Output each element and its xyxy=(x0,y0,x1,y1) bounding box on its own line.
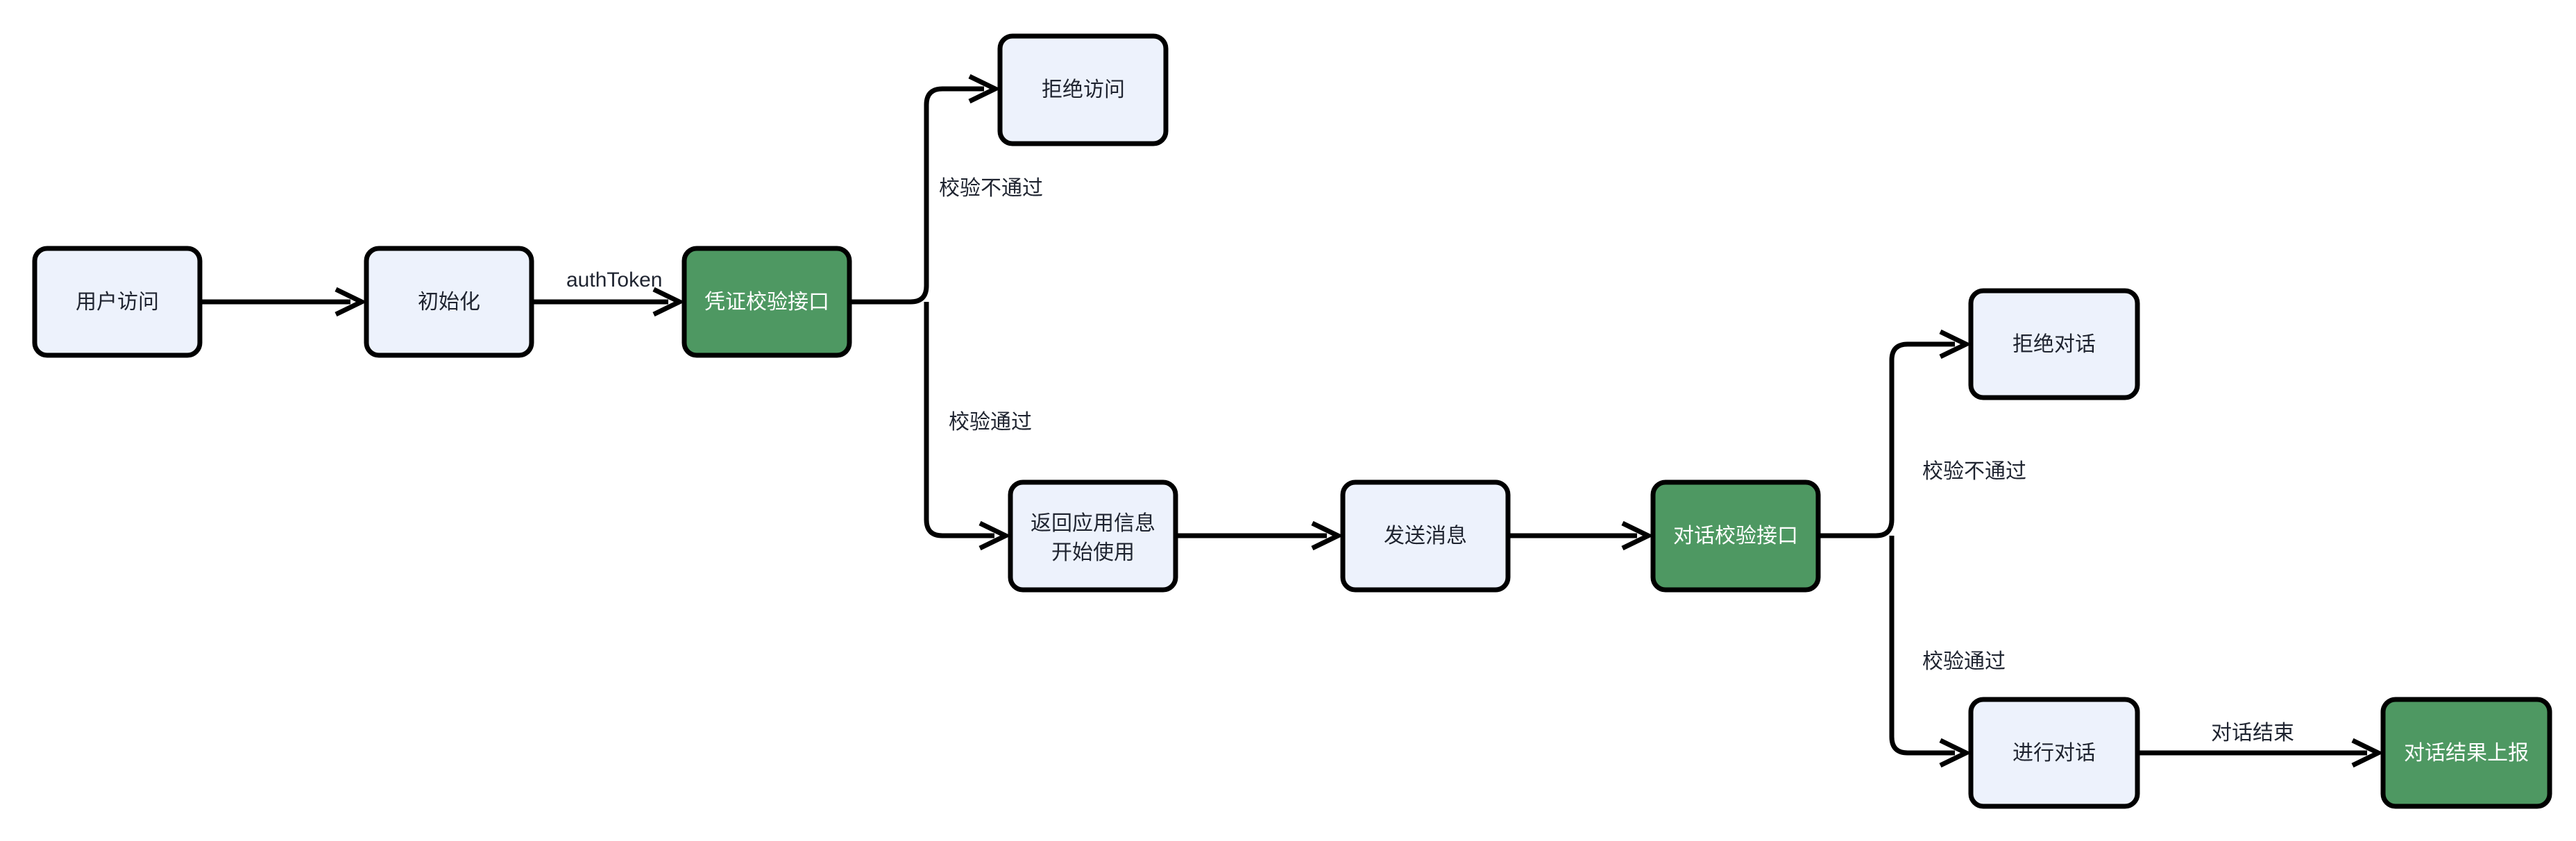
node-shape[interactable] xyxy=(1968,697,2140,809)
node-conduct-dialog[interactable]: 进行对话 xyxy=(1968,697,2140,809)
edge-label-verify-failed-1: 校验不通过 xyxy=(939,177,1043,200)
node-shape[interactable] xyxy=(1650,479,1821,593)
node-shape[interactable] xyxy=(1008,479,1178,593)
node-label: 用户访问 xyxy=(76,291,159,314)
edge-return-app-info-to-send-message xyxy=(1176,520,1344,551)
node-shape[interactable] xyxy=(32,246,203,358)
node-shape[interactable] xyxy=(997,33,1169,146)
node-reject-dialog[interactable]: 拒绝对话 xyxy=(1968,288,2140,400)
node-shape[interactable] xyxy=(681,246,852,358)
edge-user-access-to-initialize xyxy=(200,287,368,317)
edge-line xyxy=(1818,341,1955,538)
node-label: 凭证校验接口 xyxy=(704,291,829,314)
node-label: 对话校验接口 xyxy=(1673,525,1798,547)
edge-label-verify-failed-2: 校验不通过 xyxy=(1922,460,2026,483)
arrowhead-icon xyxy=(968,74,1001,104)
arrowhead-icon xyxy=(652,287,686,317)
edge-label-dialog-end: 对话结束 xyxy=(2211,722,2294,745)
edge-send-message-to-dialog-verify xyxy=(1508,520,1654,551)
node-shape[interactable] xyxy=(1968,288,2140,400)
node-label: 进行对话 xyxy=(2012,742,2096,765)
edge-dialog-verify-to-reject-dialog: 校验不通过 xyxy=(1818,329,2026,538)
edge-conduct-dialog-to-report-result: 对话结束 xyxy=(2138,722,2384,768)
node-report-result[interactable]: 对话结果上报 xyxy=(2380,697,2552,809)
node-shape[interactable] xyxy=(364,246,534,358)
node-dialog-verify[interactable]: 对话校验接口 xyxy=(1650,479,1821,593)
node-deny-access[interactable]: 拒绝访问 xyxy=(997,33,1169,146)
node-label: 初始化 xyxy=(418,291,480,314)
node-label: 拒绝访问 xyxy=(1042,78,1125,101)
node-layer: 用户访问 初始化 凭证校验接口 拒绝访问 返回应用信息 开始使用 xyxy=(32,33,2552,809)
arrowhead-icon xyxy=(2351,738,2384,768)
edge-label-verify-passed-1: 校验通过 xyxy=(949,411,1032,434)
arrowhead-icon xyxy=(1939,329,1972,359)
edge-line xyxy=(1889,536,1955,756)
node-initialize[interactable]: 初始化 xyxy=(364,246,534,358)
arrowhead-icon xyxy=(334,287,368,317)
arrowhead-icon xyxy=(978,520,1012,551)
node-label-line1: 返回应用信息 xyxy=(1031,512,1155,535)
node-label-line2: 开始使用 xyxy=(1051,541,1135,564)
node-label: 对话结果上报 xyxy=(2404,742,2529,765)
node-shape[interactable] xyxy=(2380,697,2552,809)
edge-label-verify-passed-2: 校验通过 xyxy=(1922,650,2006,673)
arrowhead-icon xyxy=(1311,520,1344,551)
node-return-app-info[interactable]: 返回应用信息 开始使用 xyxy=(1008,479,1178,593)
edge-credential-verify-to-return-app-info: 校验通过 xyxy=(924,302,1032,551)
edge-label-authtoken: authToken xyxy=(566,269,662,291)
arrowhead-icon xyxy=(1939,738,1972,768)
edge-credential-verify-to-deny-access: 校验不通过 xyxy=(850,74,1043,305)
edge-dialog-verify-to-conduct-dialog: 校验通过 xyxy=(1889,536,2006,768)
node-credential-verify[interactable]: 凭证校验接口 xyxy=(681,246,852,358)
edge-initialize-to-credential-verify: authToken xyxy=(532,269,686,317)
edge-line xyxy=(924,302,994,538)
node-user-access[interactable]: 用户访问 xyxy=(32,246,203,358)
node-send-message[interactable]: 发送消息 xyxy=(1340,479,1511,593)
node-label: 拒绝对话 xyxy=(2012,333,2096,356)
node-label: 发送消息 xyxy=(1384,525,1467,547)
edge-layer: authToken 校验不通过 校验通过 xyxy=(200,74,2384,768)
edge-line xyxy=(850,86,984,305)
node-shape[interactable] xyxy=(1340,479,1511,593)
arrowhead-icon xyxy=(1621,520,1654,551)
